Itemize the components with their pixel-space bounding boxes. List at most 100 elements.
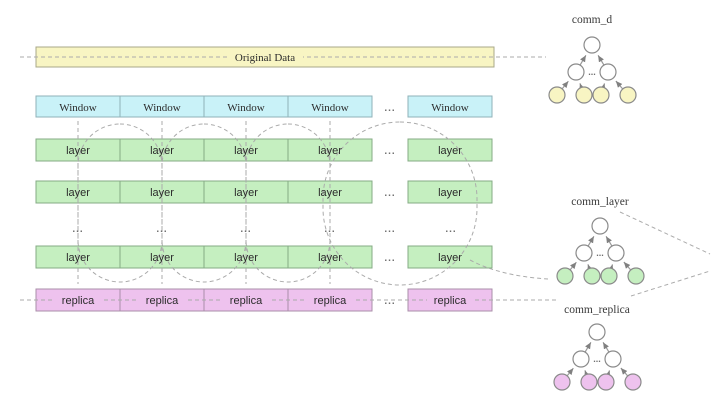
tree-edge-arrow — [620, 367, 629, 377]
replica-label-bg — [55, 293, 101, 306]
original-data-label-bg — [227, 50, 303, 64]
replica-label-bg — [139, 293, 185, 306]
replica-label: replica — [230, 295, 263, 307]
replica-label-bg — [223, 293, 269, 306]
tree-leaf-node — [548, 86, 566, 104]
ellipsis-label: ... — [384, 296, 395, 307]
tree-leaf-node — [597, 373, 615, 391]
tree-root-node — [588, 323, 606, 341]
tree-leaf-node — [592, 86, 610, 104]
layer-label: layer — [66, 252, 90, 264]
original-data-label: Original Data — [235, 52, 295, 64]
tree-edge-arrow — [584, 370, 590, 378]
tree-leaf-node — [627, 267, 645, 285]
oval-to-comm-layer-line — [469, 259, 549, 280]
grid-rows — [35, 95, 493, 312]
tree-edge-arrow — [587, 264, 593, 272]
comm-tree-comm_replica: comm_replica... — [553, 304, 642, 391]
layer-label: layer — [66, 187, 90, 199]
layer-label: layer — [438, 187, 462, 199]
tree-edge-arrow — [561, 80, 569, 90]
tree-edge-arrow — [584, 342, 592, 353]
window-box — [287, 95, 373, 118]
more-layers-ellipsis: ... — [156, 224, 167, 235]
replica-label-bg — [427, 293, 473, 306]
tree-mid-node — [567, 63, 585, 81]
tree-leaf-node — [583, 267, 601, 285]
tree-leaf-node — [556, 267, 574, 285]
tree-edge-arrow — [597, 55, 605, 66]
ellipsis-label: ... — [384, 146, 395, 157]
layer-label: layer — [234, 145, 258, 157]
replica-label-bg — [307, 293, 353, 306]
ellipsis-label: ... — [384, 253, 395, 264]
comm-tree-comm_layer: comm_layer... — [556, 196, 645, 285]
window-label: Window — [227, 102, 264, 114]
layer-box — [407, 180, 493, 204]
window-box — [407, 95, 493, 118]
layer-label: layer — [66, 145, 90, 157]
replica-label: replica — [62, 295, 95, 307]
window-label: Window — [431, 102, 468, 114]
layer-box — [407, 245, 493, 269]
layer-label: layer — [150, 187, 174, 199]
tree-leaf-node — [580, 373, 598, 391]
tree-edge-arrow — [604, 370, 611, 378]
layer-label: layer — [438, 145, 462, 157]
replica-label: replica — [314, 295, 347, 307]
tree-edge-arrow — [579, 55, 587, 66]
tree-label: comm_d — [572, 14, 612, 26]
tree-edge-arrow — [587, 236, 595, 247]
layer-label: layer — [318, 145, 342, 157]
replica-label: replica — [146, 295, 179, 307]
tree-mid-node — [604, 350, 622, 368]
tree-ellipsis: ... — [596, 248, 604, 258]
tree-edge-arrow — [607, 264, 614, 272]
window-label: Window — [143, 102, 180, 114]
tree-edge-arrow — [605, 236, 613, 247]
tree-edge-arrow — [566, 367, 574, 377]
layer-label: layer — [234, 187, 258, 199]
window-label: Window — [311, 102, 348, 114]
tree-label: comm_layer — [571, 196, 629, 208]
group-oval — [161, 123, 247, 283]
tree-mid-node — [599, 63, 617, 81]
tree-edge-arrow — [615, 80, 624, 90]
tree-edge-arrow — [623, 261, 632, 271]
layer-label: layer — [318, 252, 342, 264]
layer-box — [407, 138, 493, 162]
more-layers-ellipsis: ... — [384, 224, 395, 235]
ellipsis-label: ... — [384, 103, 395, 114]
tree-root-node — [591, 217, 609, 235]
replica-label: replica — [434, 295, 467, 307]
group-oval — [245, 123, 331, 283]
tree-edge-arrow — [569, 261, 577, 271]
group-oval — [77, 123, 163, 283]
window-label: Window — [59, 102, 96, 114]
comm-tree-comm_d: comm_d... — [548, 14, 637, 104]
group-oval — [322, 121, 478, 286]
tree-mid-node — [575, 244, 593, 262]
comm-layer-right-line — [619, 211, 711, 255]
tree-edge-arrow — [602, 342, 610, 353]
tree-leaf-node — [575, 86, 593, 104]
tree-ellipsis: ... — [593, 354, 601, 364]
layer-label: layer — [234, 252, 258, 264]
tree-root-node — [583, 36, 601, 54]
tree-edge-arrow — [599, 83, 606, 91]
tree-leaf-node — [553, 373, 571, 391]
layer-label: layer — [150, 145, 174, 157]
tree-leaf-node — [619, 86, 637, 104]
more-layers-ellipsis: ... — [324, 224, 335, 235]
tree-leaf-node — [600, 267, 618, 285]
tree-leaf-node — [624, 373, 642, 391]
ellipsis-label: ... — [384, 188, 395, 199]
layer-label: layer — [150, 252, 174, 264]
more-layers-ellipsis: ... — [240, 224, 251, 235]
layer-label: layer — [318, 187, 342, 199]
label-backgrounds — [55, 50, 473, 306]
more-layers-ellipsis: ... — [72, 224, 83, 235]
tree-label: comm_replica — [564, 304, 630, 316]
